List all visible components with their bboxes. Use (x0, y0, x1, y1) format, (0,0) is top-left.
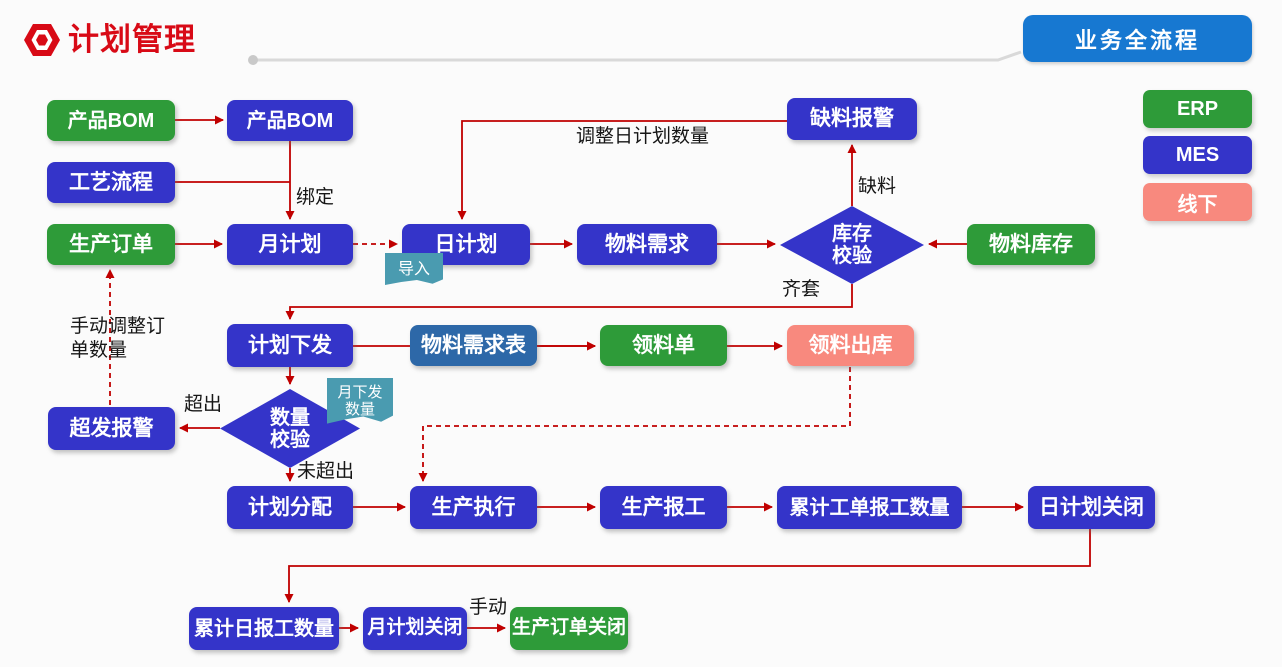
label-manual: 手动 (469, 596, 508, 618)
page-title: 计划管理 (68, 22, 196, 57)
node-picking-outbound: 领料出库 (787, 325, 914, 366)
label-complete-set: 齐套 (782, 278, 821, 300)
label-shortage: 缺料 (858, 175, 897, 197)
node-overissue-alarm: 超发报警 (48, 407, 175, 450)
label-bind: 绑定 (296, 186, 335, 208)
arrow-dayclose-to-dailytotal (284, 529, 1091, 603)
legend-item-offline: 线下 (1143, 183, 1252, 221)
node-shortage-alarm: 缺料报警 (787, 98, 917, 140)
node-month-plan: 月计划 (227, 224, 353, 265)
tag-month-release-qty: 月下发 数量 (327, 378, 393, 424)
node-material-inventory: 物料库存 (967, 224, 1095, 265)
node-production-order-close: 生产订单关闭 (510, 607, 628, 650)
legend-item-mes: MES (1143, 136, 1252, 174)
node-inventory-check: 库存 校验 (780, 206, 924, 284)
node-picking-list: 领料单 (600, 325, 727, 366)
label-exceed: 超出 (184, 393, 223, 415)
legend-item-erp: ERP (1143, 90, 1252, 128)
node-day-plan-close: 日计划关闭 (1028, 486, 1155, 529)
node-plan-allocation: 计划分配 (227, 486, 353, 529)
node-month-plan-close: 月计划关闭 (363, 607, 467, 650)
node-product-bom-erp: 产品BOM (47, 100, 175, 141)
arrow-check-complete-release (285, 284, 853, 320)
node-product-bom-mes: 产品BOM (227, 100, 353, 141)
node-material-demand: 物料需求 (577, 224, 717, 265)
tag-import: 导入 (385, 253, 443, 286)
node-plan-release: 计划下发 (227, 324, 353, 367)
node-material-demand-table: 物料需求表 (410, 325, 537, 366)
label-adjust-day-plan-qty: 调整日计划数量 (576, 125, 710, 147)
label-manual-adjust-order-qty: 手动调整订 单数量 (70, 315, 166, 361)
node-daily-report-total: 累计日报工数量 (189, 607, 339, 650)
node-production-order: 生产订单 (47, 224, 175, 265)
full-process-button[interactable]: 业务全流程 (1023, 15, 1252, 62)
node-production-execution: 生产执行 (410, 486, 537, 529)
label-not-exceed: 未超出 (297, 460, 355, 482)
arrow-outbound-to-execution (418, 367, 851, 482)
node-workorder-report-total: 累计工单报工数量 (777, 486, 962, 529)
hexagon-logo-icon (24, 23, 60, 57)
node-production-report: 生产报工 (600, 486, 727, 529)
node-process-flow: 工艺流程 (47, 162, 175, 203)
